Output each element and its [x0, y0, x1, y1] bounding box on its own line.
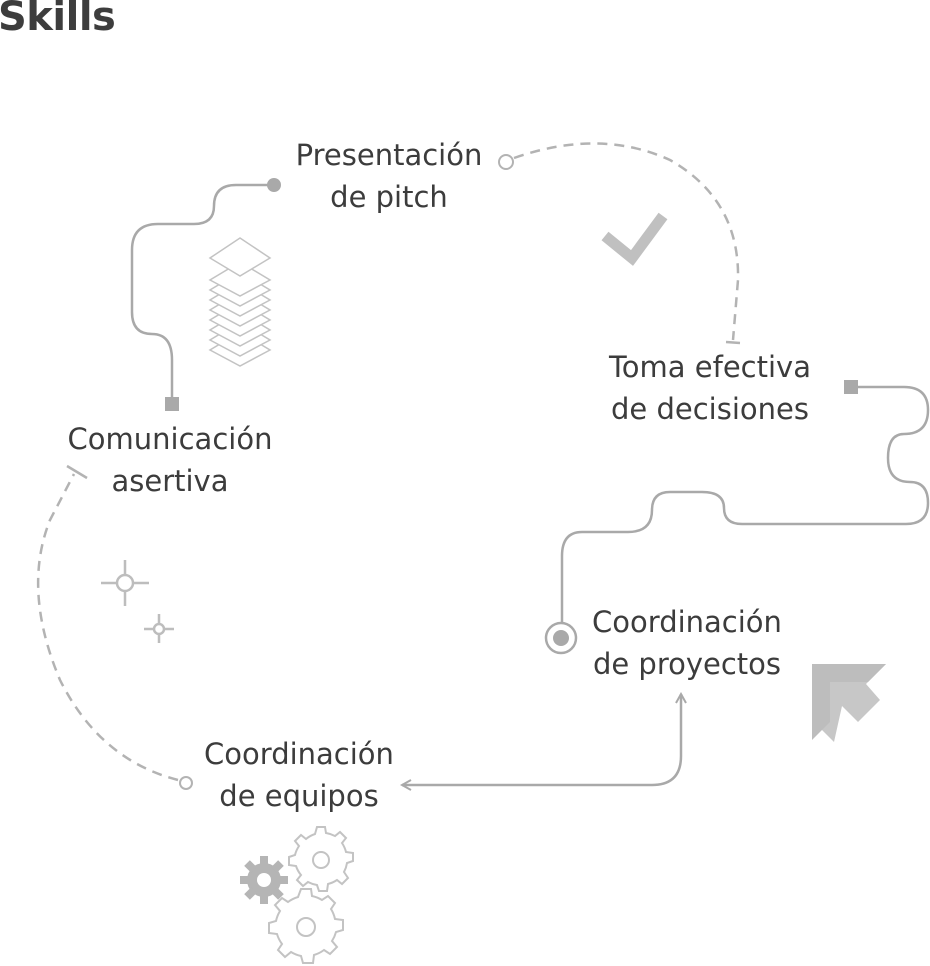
- connector-equipos-to-comunicacion: [36, 464, 193, 790]
- node-label-line: de pitch: [330, 180, 448, 214]
- node-coordinacion-de-proyectos: Coordinación de proyectos: [576, 601, 798, 685]
- connector-tick-end: [66, 464, 88, 480]
- connector-ring-start: [179, 776, 193, 790]
- connector-square-start: [844, 380, 858, 394]
- node-presentacion-de-pitch: Presentación de pitch: [284, 134, 494, 218]
- node-label-line: Coordinación: [592, 605, 782, 639]
- gears-icon: [240, 826, 354, 964]
- node-label-line: de decisiones: [611, 392, 809, 426]
- node-label-line: de proyectos: [592, 647, 782, 681]
- checkmark-icon: [601, 212, 668, 266]
- crosshair-icon: [101, 560, 149, 606]
- connector-tick-end: [725, 340, 741, 345]
- node-label-line: de equipos: [219, 779, 379, 813]
- crosshair-icon-small: [144, 614, 174, 643]
- connector-target-dot: [553, 630, 569, 646]
- node-label-line: Coordinación: [204, 737, 394, 771]
- connector-equipos-to-proyectos: [402, 694, 681, 785]
- connector-pitch-to-decisiones: [498, 142, 741, 345]
- node-label-line: Comunicación: [67, 422, 273, 456]
- node-coordinacion-de-equipos: Coordinación de equipos: [188, 733, 410, 817]
- node-label-line: Toma efectiva: [609, 350, 811, 384]
- connector-decisiones-to-proyectos: [544, 380, 930, 655]
- node-comunicacion-asertiva: Comunicación asertiva: [54, 418, 286, 502]
- connector-ring-start: [498, 154, 514, 170]
- connector-square-end: [165, 397, 179, 411]
- node-label-line: asertiva: [111, 464, 229, 498]
- arrow-up-left-icon: [812, 664, 886, 742]
- page-title: Skills: [0, 0, 116, 40]
- node-toma-efectiva-de-decisiones: Toma efectiva de decisiones: [596, 346, 824, 430]
- connector-dot-end: [267, 178, 281, 192]
- node-label-line: Presentación: [295, 138, 483, 172]
- layers-stack-icon: [208, 237, 272, 367]
- connector-comunicacion-to-pitch: [130, 178, 281, 411]
